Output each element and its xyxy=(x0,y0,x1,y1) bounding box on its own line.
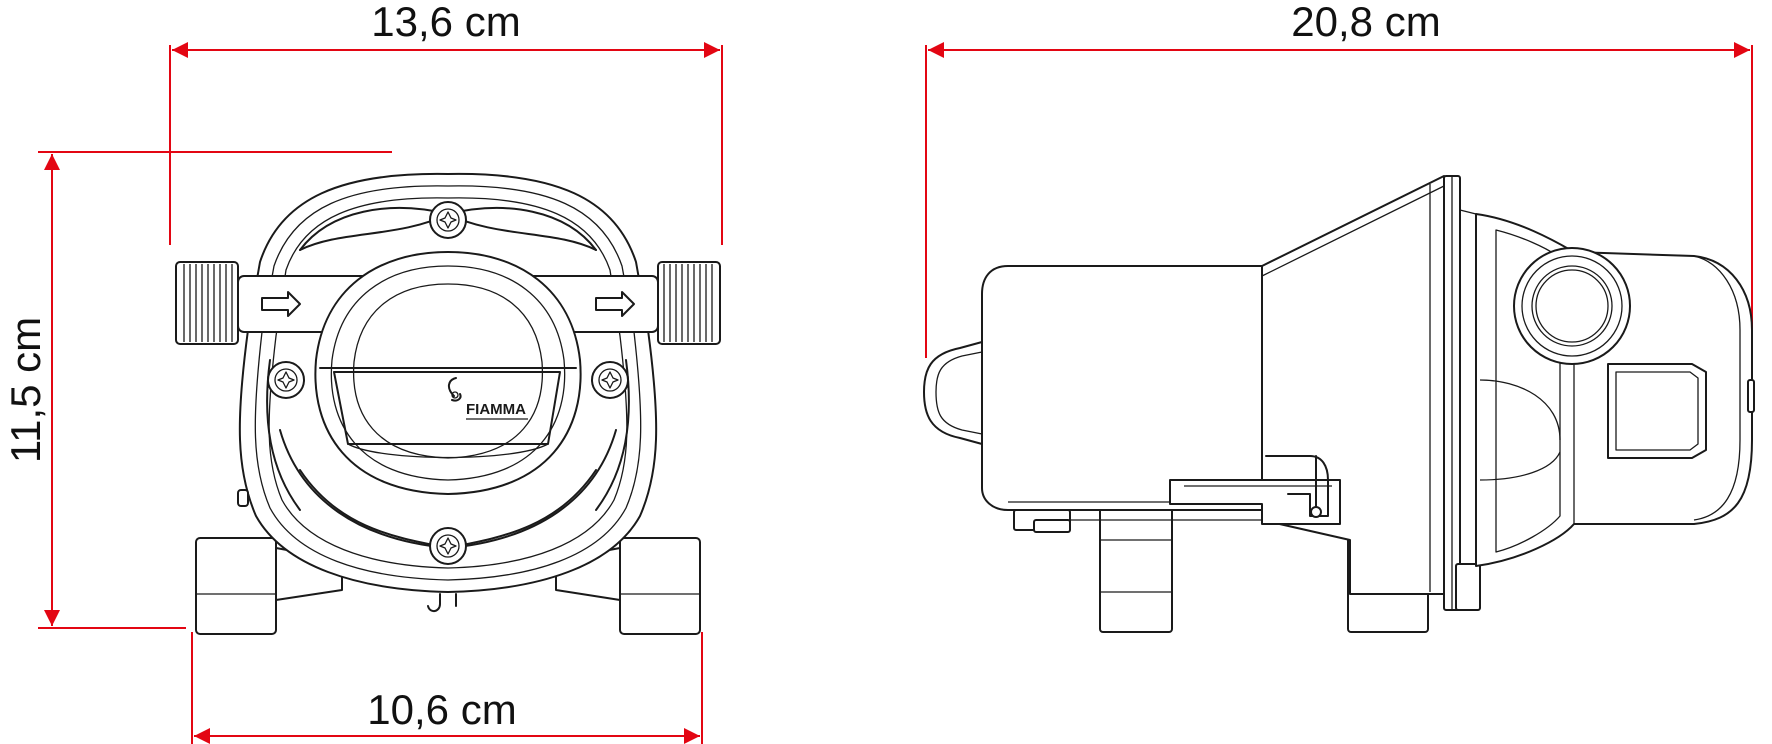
front-screw-bottom xyxy=(429,527,467,565)
pump-front-view: FIAMMA xyxy=(175,172,721,635)
front-drain-hook xyxy=(427,593,457,612)
front-outlet-port xyxy=(657,261,721,345)
front-screw-top xyxy=(429,201,467,239)
front-base-width-label: 10,6 cm xyxy=(367,686,516,733)
side-port-fitting xyxy=(1513,247,1631,365)
dimension-front-base-width: 10,6 cm xyxy=(191,632,703,744)
side-end-cap xyxy=(923,341,983,445)
side-latch-clip xyxy=(1265,455,1329,518)
fiamma-logo: FIAMMA xyxy=(448,377,528,420)
flow-arrow-left-icon xyxy=(261,291,301,317)
dimension-front-height: 11,5 cm xyxy=(2,151,392,629)
front-height-label: 11,5 cm xyxy=(2,317,49,463)
front-screw-right xyxy=(591,361,629,399)
front-side-knob xyxy=(237,489,249,507)
side-transition-housing xyxy=(1261,175,1445,595)
front-inlet-port xyxy=(175,261,239,345)
dimension-front-width: 13,6 cm xyxy=(169,0,723,245)
front-width-label: 13,6 cm xyxy=(371,0,520,45)
front-screw-left xyxy=(267,361,305,399)
front-left-foot xyxy=(195,537,343,635)
dimension-side-length: 20,8 cm xyxy=(925,0,1753,358)
pump-side-view xyxy=(923,175,1755,633)
side-rear-leg xyxy=(1099,479,1173,633)
flow-arrow-right-icon xyxy=(595,291,635,317)
brand-label: FIAMMA xyxy=(466,401,526,418)
side-length-label: 20,8 cm xyxy=(1291,0,1440,45)
side-motor-body xyxy=(981,265,1263,511)
